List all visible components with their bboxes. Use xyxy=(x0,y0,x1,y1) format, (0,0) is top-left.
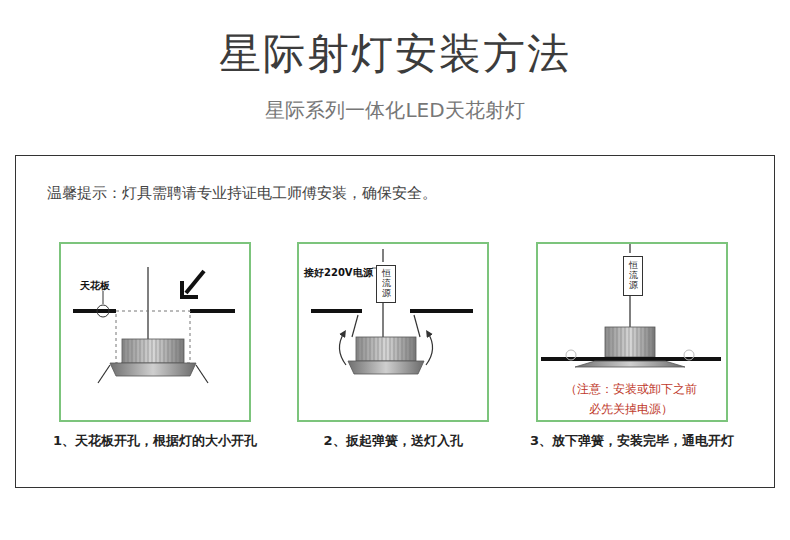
ceiling xyxy=(190,309,235,313)
lamp-heatsink xyxy=(605,327,655,357)
lamp-heatsink xyxy=(122,339,184,363)
pointer-arrow xyxy=(182,281,198,297)
page-title: 星际射灯安装方法 xyxy=(219,29,571,78)
wire xyxy=(382,249,384,262)
step1-illustration xyxy=(73,267,235,383)
step-caption: 1、天花板开孔，根据灯的大小开孔 xyxy=(35,432,275,450)
ceiling xyxy=(73,309,116,313)
wire xyxy=(147,267,149,339)
ceiling xyxy=(410,309,473,313)
spring xyxy=(196,365,208,383)
part-label: 接好220V电源 xyxy=(304,267,373,278)
lamp-bezel xyxy=(575,361,685,367)
driver-box: 恒流源 xyxy=(376,265,396,303)
part-label: 天花板 xyxy=(80,280,110,291)
driver-box: 恒流源 xyxy=(623,256,643,296)
title-wrap: 星际射灯安装方法 xyxy=(0,26,790,82)
wire xyxy=(629,293,631,327)
lamp-bezel xyxy=(110,363,196,376)
hole-outline xyxy=(116,311,190,363)
subtitle: 星际系列一体化LED天花射灯 xyxy=(265,98,524,122)
spring-marker xyxy=(684,350,694,360)
spring xyxy=(352,315,358,337)
spring-marker xyxy=(566,350,576,360)
ceiling-marker xyxy=(97,305,109,317)
wire xyxy=(629,243,631,253)
wire xyxy=(382,300,384,337)
lamp-heatsink xyxy=(356,337,416,361)
warning-note: （注意：安装或卸下之前必先关掉电源） xyxy=(565,382,697,416)
step-caption: 2、扳起弹簧，送灯入孔 xyxy=(273,432,513,450)
step-box: 1、天花板开孔，根据灯的大小开孔 xyxy=(59,242,251,422)
label-wrap: （注意：安装或卸下之前必先关掉电源） xyxy=(561,378,701,419)
notice-panel: 温馨提示：灯具需聘请专业持证电工师傅安装，确保安全。 1、天花板开孔，根据灯的大小… xyxy=(15,155,775,488)
lamp-fins xyxy=(122,339,184,363)
spring-arrow xyxy=(426,333,433,365)
step3-illustration xyxy=(541,243,721,367)
driver-label: 恒流源 xyxy=(629,261,638,291)
driver-label: 恒流源 xyxy=(382,269,391,299)
ceiling xyxy=(311,309,362,313)
label-wrap: 接好220V电源 xyxy=(304,261,384,281)
pointer-arrow xyxy=(186,271,204,293)
step-caption: 3、放下弹簧，安装完毕，通电开灯 xyxy=(512,432,752,450)
leader-line xyxy=(103,291,104,304)
spring xyxy=(98,365,110,383)
label-wrap: 天花板 xyxy=(80,274,130,294)
spring xyxy=(414,315,420,337)
notice-text: 温馨提示：灯具需聘请专业持证电工师傅安装，确保安全。 xyxy=(47,184,743,203)
lamp-fins xyxy=(356,337,416,361)
lamp-fins xyxy=(605,327,655,357)
spring-arrow xyxy=(339,333,346,365)
label-wrap: 星际系列一体化LED天花射灯 xyxy=(0,96,790,125)
lamp-bezel xyxy=(348,361,424,374)
